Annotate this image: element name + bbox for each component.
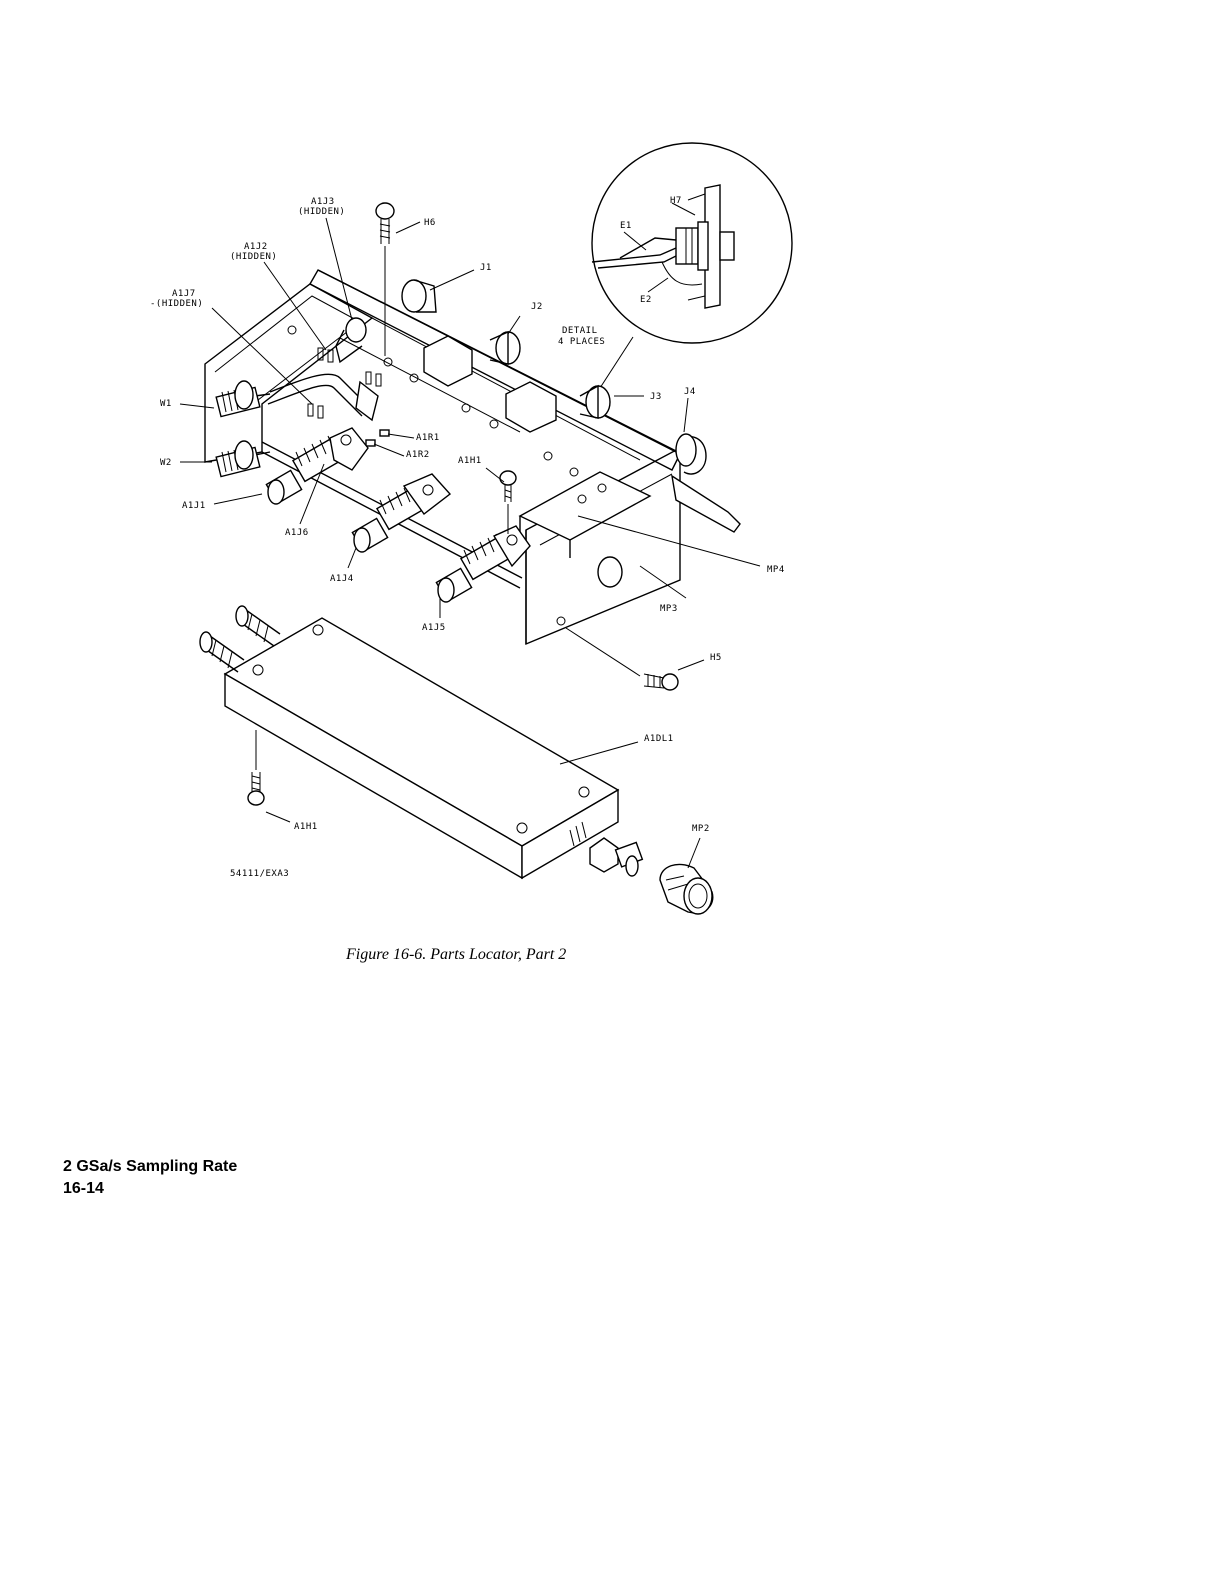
label-mp4: MP4: [767, 565, 785, 575]
label-j3: J3: [650, 392, 662, 402]
label-e1: E1: [620, 221, 632, 231]
label-a1r1: A1R1: [416, 433, 440, 443]
label-a1j7-hidden: -(HIDDEN): [150, 299, 203, 309]
label-j4: J4: [684, 387, 696, 397]
section-title: 2 GSa/s Sampling Rate: [63, 1158, 238, 1175]
detail-view: [591, 142, 793, 389]
label-mp3: MP3: [660, 604, 678, 614]
label-mp2: MP2: [692, 824, 710, 834]
knob-mp2-icon: [659, 863, 714, 915]
a1h1-bottom-screw-icon: [247, 730, 265, 806]
panel-connectors: [401, 279, 611, 419]
a1j5: [435, 525, 531, 603]
label-a1j2: A1J2: [244, 242, 268, 252]
w2-connector: [215, 440, 261, 478]
label-a1h1-top: A1H1: [458, 456, 482, 466]
label-a1j6: A1J6: [285, 528, 309, 538]
label-w2: W2: [160, 458, 172, 468]
label-a1j3: A1J3: [311, 197, 335, 207]
label-e2: E2: [640, 295, 652, 305]
label-a1j5: A1J5: [422, 623, 446, 633]
leader-lines: [179, 217, 761, 869]
a1j1: [265, 427, 369, 505]
figure-caption: Figure 16-6. Parts Locator, Part 2: [346, 946, 567, 963]
label-h6: H6: [424, 218, 436, 228]
internal-connectors: [265, 427, 531, 603]
label-a1j2-hidden: (HIDDEN): [230, 252, 277, 262]
label-a1j1: A1J1: [182, 501, 206, 511]
h5-screw-icon: [565, 627, 679, 691]
label-j2: J2: [531, 302, 543, 312]
label-h7: H7: [670, 196, 682, 206]
page-number: 16-14: [63, 1180, 104, 1197]
label-detail-2: 4 PLACES: [558, 337, 605, 347]
label-a1j7: A1J7: [172, 289, 196, 299]
h6-screw-icon: [375, 202, 395, 356]
delay-line-a1dl1: [199, 605, 644, 880]
label-h5: H5: [710, 653, 722, 663]
label-a1h1-bottom: A1H1: [294, 822, 318, 832]
a1j4: [351, 473, 452, 553]
small-parts: [307, 347, 390, 447]
label-a1r2: A1R2: [406, 450, 430, 460]
part-labels: A1J3 (HIDDEN) H6 A1J2 (HIDDEN) A1J7 -(HI…: [150, 196, 785, 879]
drawing-id: 54111/EXA3: [230, 869, 289, 879]
label-detail-1: DETAIL: [562, 326, 598, 336]
label-a1j3-hidden: (HIDDEN): [298, 207, 345, 217]
cables: [215, 317, 379, 478]
label-a1dl1: A1DL1: [644, 734, 674, 744]
label-j1: J1: [480, 263, 492, 273]
label-a1j4: A1J4: [330, 574, 354, 584]
label-w1: W1: [160, 399, 172, 409]
w1-connector: [215, 380, 261, 418]
